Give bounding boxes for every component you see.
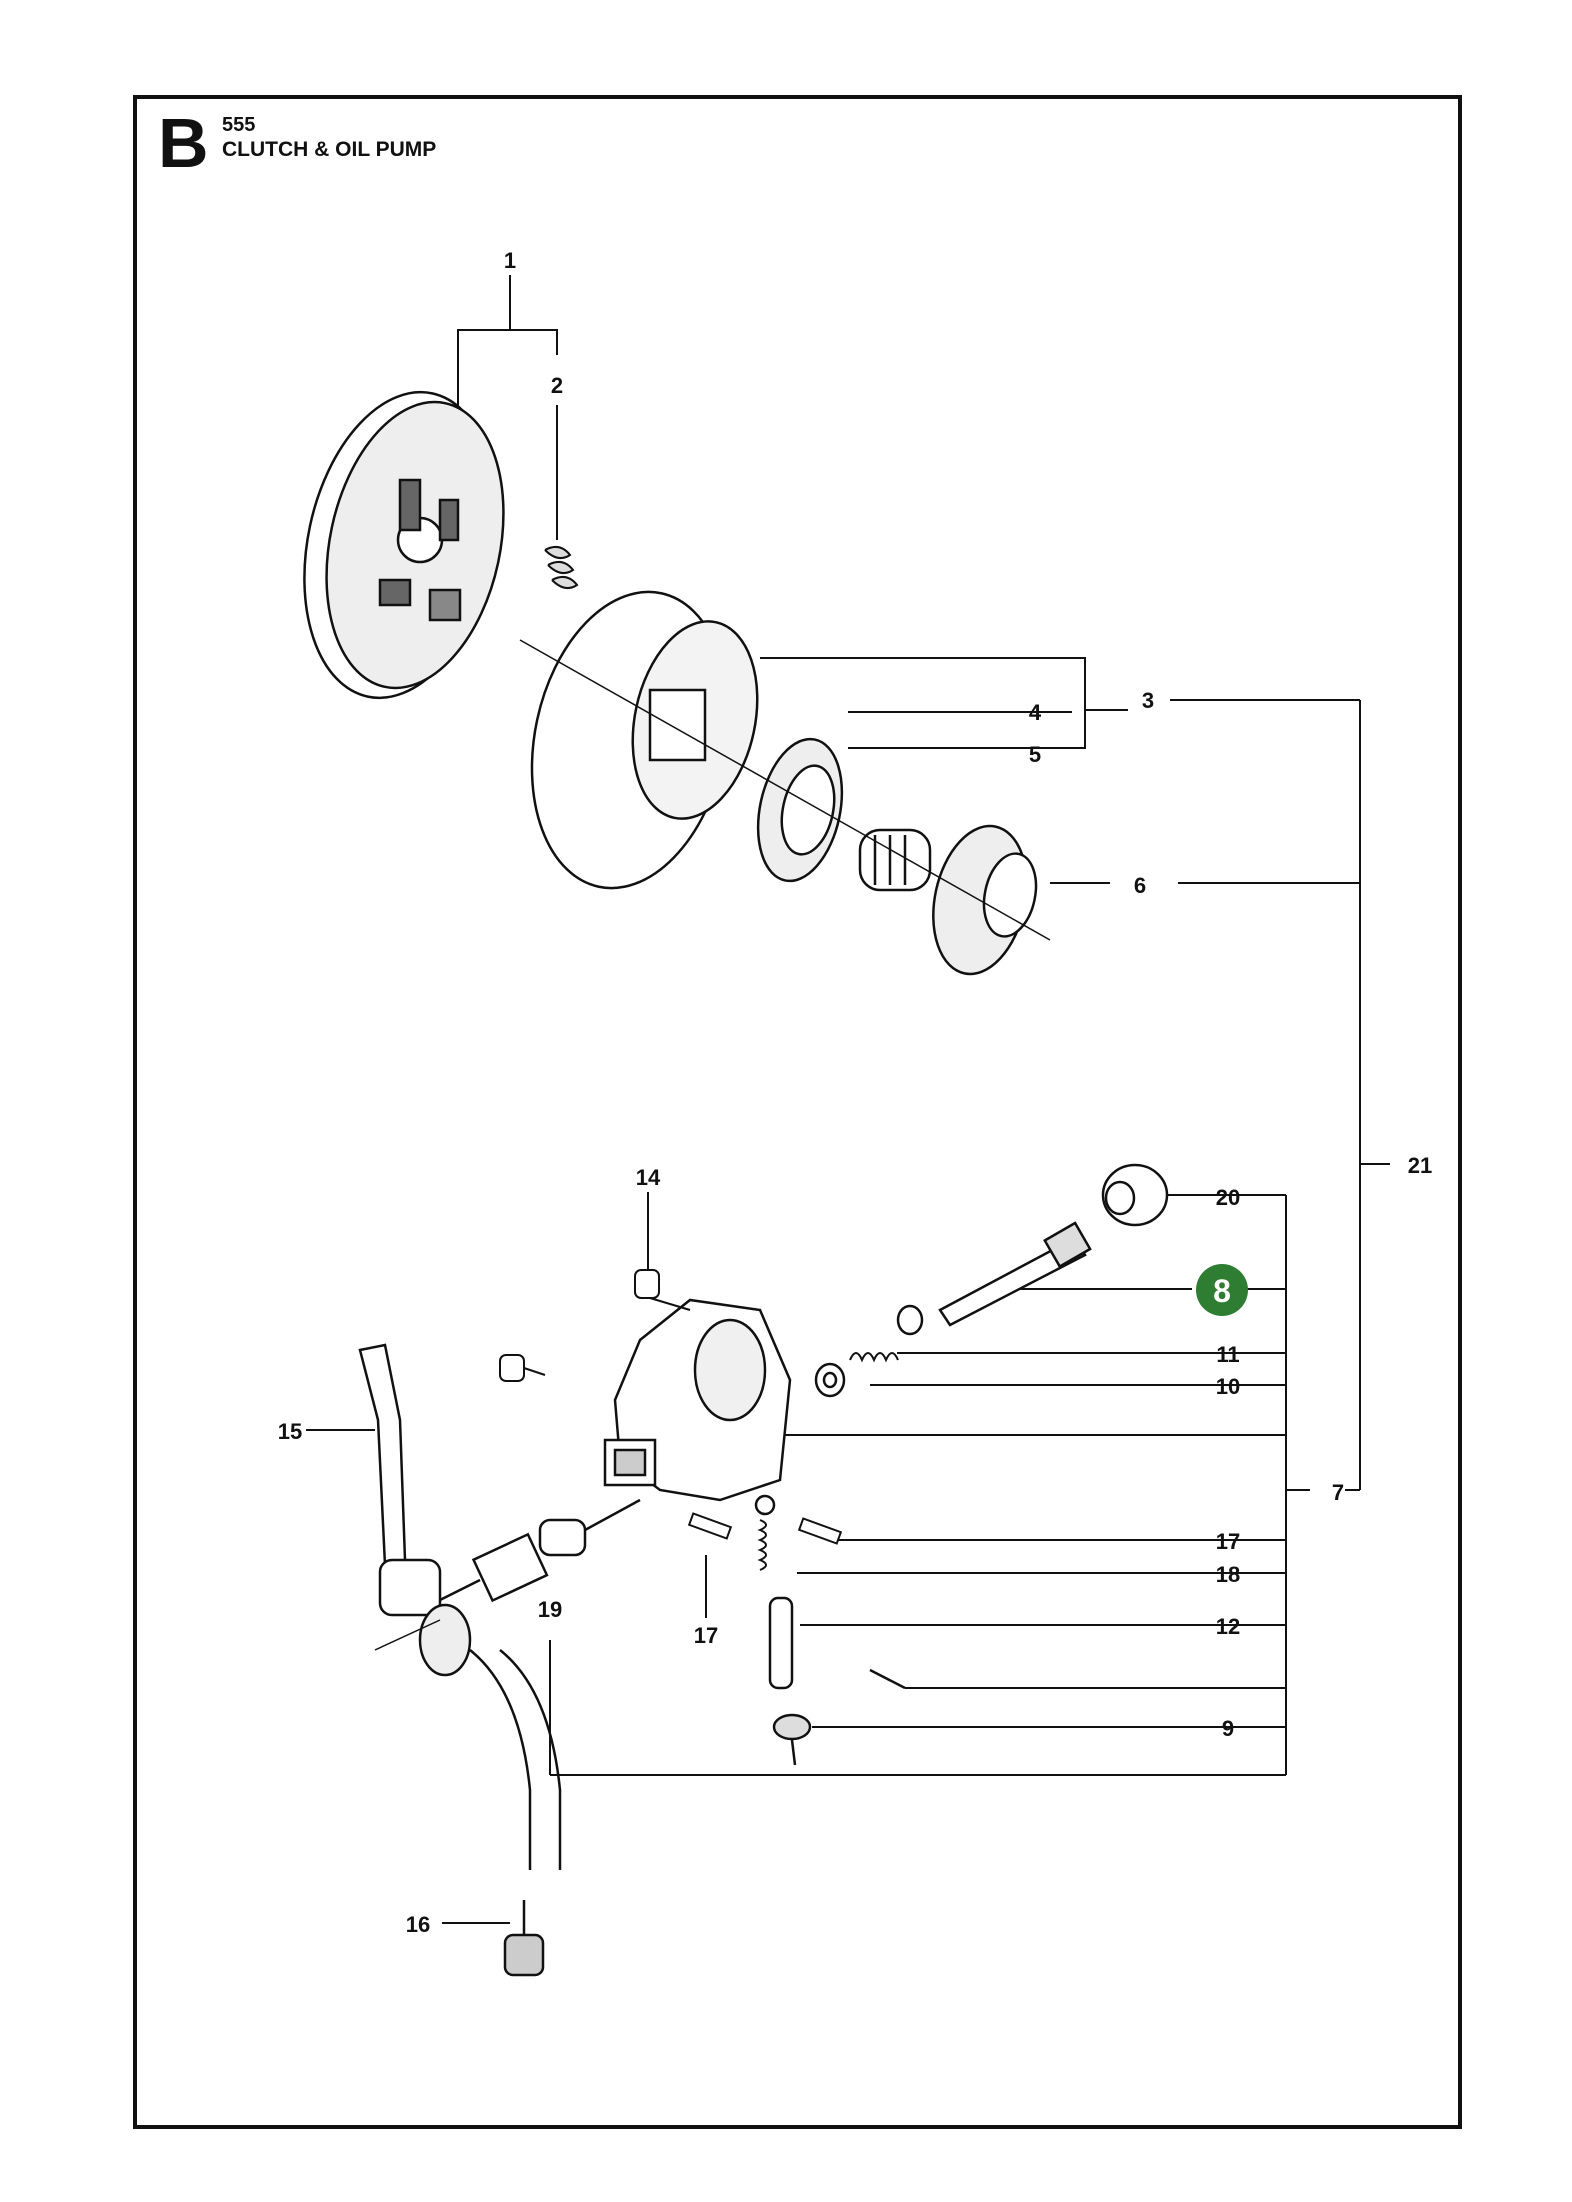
callout-14: 14	[636, 1165, 661, 1190]
section-letter: B	[158, 104, 209, 182]
rim-sprocket	[756, 737, 844, 883]
bushing-20	[1101, 1163, 1169, 1227]
callout-15: 15	[278, 1419, 302, 1444]
callout-16: 16	[406, 1912, 430, 1937]
oil-tube	[469, 1649, 562, 1870]
callout-10: 10	[1216, 1374, 1240, 1399]
axis-line	[519, 639, 1051, 941]
callout-12: 12	[1216, 1614, 1240, 1639]
page-title: CLUTCH & OIL PUMP	[222, 138, 437, 161]
callout-21: 21	[1408, 1153, 1432, 1178]
spring-18	[757, 1519, 767, 1571]
callout-17-bottom: 17	[694, 1623, 718, 1648]
callout-8: 8	[1213, 1273, 1231, 1309]
callout-2: 2	[551, 373, 563, 398]
spring-11	[849, 1352, 899, 1363]
washer-10	[814, 1362, 846, 1398]
callout-9: 9	[1222, 1716, 1234, 1741]
needle-bearing	[858, 828, 932, 892]
highlighted-callout-8[interactable]: 8	[1196, 1264, 1248, 1316]
callout-19: 19	[538, 1597, 562, 1622]
callout-18: 18	[1216, 1562, 1240, 1587]
callout-11: 11	[1216, 1342, 1239, 1367]
screw-14	[634, 1269, 691, 1311]
oil-pump-body	[603, 1298, 792, 1516]
washer-part	[896, 1304, 924, 1336]
callout-17-right: 17	[1216, 1529, 1240, 1554]
axis-line-hose	[374, 1619, 441, 1651]
callout-7: 7	[1332, 1480, 1344, 1505]
callout-3: 3	[1142, 688, 1154, 713]
oil-filter-16	[503, 1900, 545, 1977]
spring-part	[544, 545, 579, 590]
highlight-circle	[1196, 1264, 1248, 1316]
pump-shaft-8	[938, 1221, 1092, 1327]
callout-4: 4	[1029, 700, 1042, 725]
clutch-drum	[530, 590, 759, 890]
clutch-assembly	[303, 390, 505, 700]
plunger-12	[768, 1596, 906, 1690]
pins-17	[687, 1512, 843, 1545]
drive-washer	[932, 824, 1038, 976]
oil-hose-15	[358, 1343, 472, 1677]
callout-1: 1	[504, 248, 516, 273]
callout-20: 20	[1216, 1185, 1240, 1210]
callout-5: 5	[1029, 742, 1041, 767]
callout-6: 6	[1134, 873, 1146, 898]
screw-left	[499, 1354, 546, 1382]
diagram-frame	[133, 95, 1462, 2129]
seal-9	[772, 1713, 812, 1766]
connector-19	[439, 1498, 641, 1603]
model-number: 555	[222, 114, 256, 136]
